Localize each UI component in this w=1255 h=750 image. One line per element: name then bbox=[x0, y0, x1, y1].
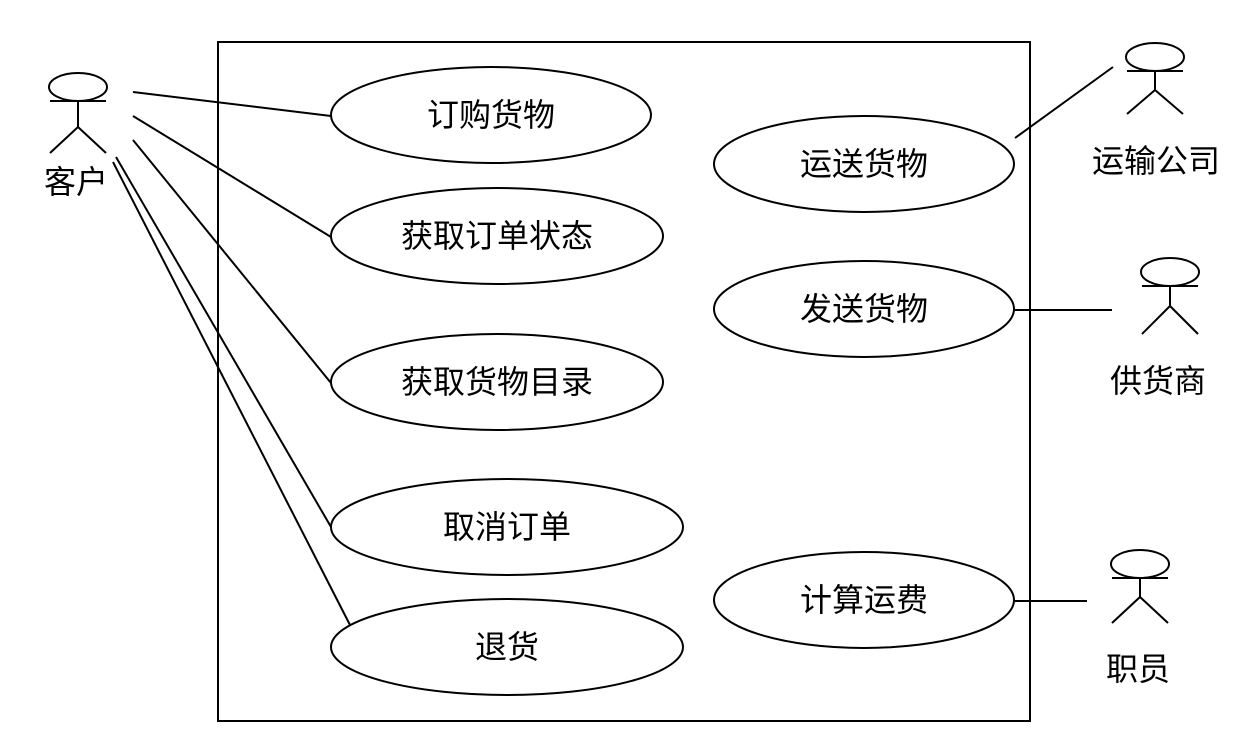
actor-left-leg bbox=[1111, 596, 1141, 624]
use-case-calculate-freight[interactable]: 计算运费 bbox=[713, 551, 1015, 649]
actor-left-leg bbox=[1141, 305, 1171, 335]
actor-left-leg bbox=[1126, 89, 1156, 115]
use-case-label: 发送货物 bbox=[800, 290, 928, 328]
use-case-label: 获取货物目录 bbox=[401, 363, 593, 401]
actor-right-leg bbox=[1154, 89, 1184, 115]
actor-right-leg bbox=[1169, 305, 1199, 335]
actor-clerk-label: 职员 bbox=[1106, 650, 1170, 688]
use-case-label: 退货 bbox=[475, 628, 539, 666]
use-case-label: 计算运费 bbox=[800, 581, 928, 619]
actor-supplier-label: 供货商 bbox=[1110, 362, 1206, 400]
use-case-ship-goods[interactable]: 运送货物 bbox=[713, 115, 1015, 213]
use-case-get-goods-catalog[interactable]: 获取货物目录 bbox=[330, 333, 664, 431]
use-case-ellipse bbox=[713, 551, 1015, 649]
use-case-ellipse bbox=[713, 260, 1015, 358]
use-case-cancel-order[interactable]: 取消订单 bbox=[330, 478, 684, 576]
use-case-label: 取消订单 bbox=[443, 508, 571, 546]
actor-clerk: 职员 bbox=[1106, 549, 1170, 688]
assoc-customer-goods-catalog bbox=[132, 139, 332, 384]
actor-head bbox=[1110, 549, 1170, 579]
actor-left-leg bbox=[49, 126, 79, 154]
actor-shipping-company-label: 运输公司 bbox=[1092, 142, 1220, 180]
actor-right-leg bbox=[77, 126, 107, 154]
assoc-customer-order-status bbox=[132, 115, 332, 238]
assoc-customer-cancel-order bbox=[115, 156, 332, 528]
assoc-customer-order-goods bbox=[132, 91, 332, 117]
association-lines bbox=[112, 66, 1114, 626]
use-case-label: 获取订单状态 bbox=[401, 217, 593, 255]
actor-supplier: 供货商 bbox=[1110, 257, 1206, 400]
use-case-ellipse bbox=[330, 333, 664, 431]
use-case-return-goods[interactable]: 退货 bbox=[330, 598, 684, 696]
system-boundary bbox=[217, 41, 1031, 722]
use-case-ellipse bbox=[330, 478, 684, 576]
assoc-shipping-company-ship-goods bbox=[1014, 66, 1114, 139]
use-case-ellipse bbox=[330, 66, 652, 164]
use-case-ellipse bbox=[330, 598, 684, 696]
use-case-get-order-status[interactable]: 获取订单状态 bbox=[330, 187, 664, 285]
use-case-ellipse bbox=[330, 187, 664, 285]
actor-shipping-company: 运输公司 bbox=[1092, 42, 1220, 180]
use-case-order-goods[interactable]: 订购货物 bbox=[330, 66, 652, 164]
actor-head bbox=[1140, 257, 1200, 287]
use-case-send-goods[interactable]: 发送货物 bbox=[713, 260, 1015, 358]
actor-customer-label: 客户 bbox=[44, 163, 108, 201]
actor-head bbox=[1125, 42, 1185, 72]
actor-right-leg bbox=[1139, 596, 1169, 624]
actor-customer: 客户 bbox=[44, 72, 108, 201]
actor-head bbox=[48, 72, 108, 102]
assoc-customer-return-goods bbox=[112, 161, 351, 626]
use-case-label: 订购货物 bbox=[427, 96, 555, 134]
use-case-ellipse bbox=[713, 115, 1015, 213]
use-case-label: 运送货物 bbox=[800, 145, 928, 183]
